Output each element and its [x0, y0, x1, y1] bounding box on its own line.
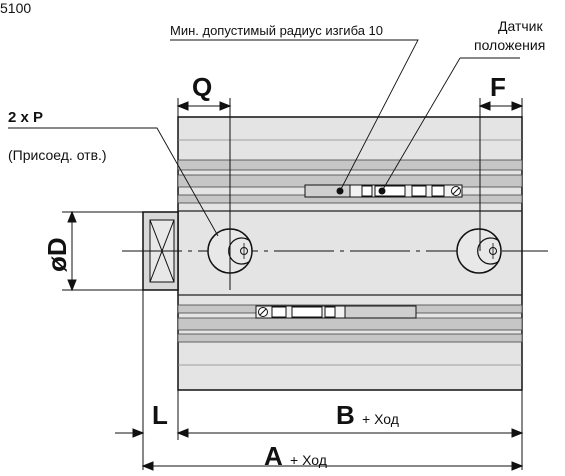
dim-b-label: B — [336, 400, 355, 430]
leader-lines — [8, 39, 520, 237]
dim-a-stroke: + Ход — [290, 452, 327, 468]
body-grooves — [177, 159, 523, 343]
dim-f-label: F — [490, 72, 506, 102]
sensor-label-line2: положения — [474, 37, 545, 53]
dim-d-label: øD — [42, 237, 72, 272]
dim-a-label: A — [264, 441, 283, 471]
right-port — [456, 228, 502, 274]
upper-sensor — [304, 184, 463, 198]
lower-sensor — [255, 305, 417, 319]
extension-lines — [62, 98, 523, 470]
port-note: (Присоед. отв.) — [8, 147, 107, 163]
dimension-lines — [67, 101, 524, 471]
port-label: 2 x P — [8, 109, 43, 126]
dim-b-stroke: + Ход — [362, 411, 399, 427]
corner-text: 5100 — [0, 0, 31, 16]
dim-q-label: Q — [192, 72, 212, 102]
bend-radius-note: Мин. допустимый радиус изгиба 10 — [170, 23, 383, 38]
sensor-label-line1: Датчик — [498, 18, 543, 34]
dim-l-label: L — [152, 400, 168, 430]
